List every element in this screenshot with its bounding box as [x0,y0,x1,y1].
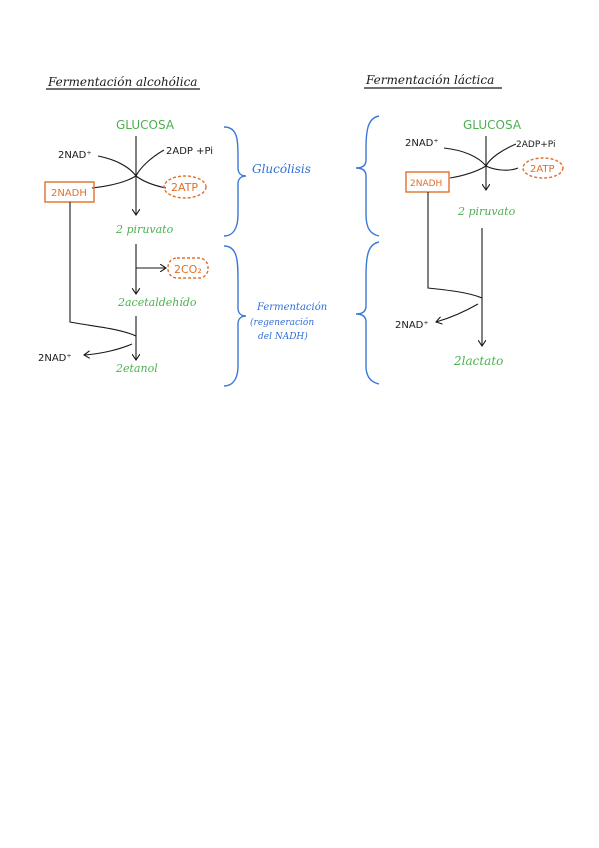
alcoholic-acetaldehyde: 2acetaldehído [117,296,197,309]
lactic-title: Fermentación láctica [365,73,494,87]
alcoholic-atp: 2ATP [171,181,198,194]
fermentation-brace [223,245,247,387]
fermentation-label-line2: (regeneración [250,317,314,328]
stage-labels: Glucólisis Fermentación (regeneración de… [223,115,380,387]
glycolysis-brace [223,126,247,237]
lactic-adp: 2ADP+Pi [516,140,556,150]
alcoholic-title: Fermentación alcohólica [47,75,197,89]
lactic-glucose: GLUCOSA [463,118,522,132]
lactic-nad-out-arrow [436,303,479,322]
lactic-atp: 2ATP [530,164,555,175]
alcoholic-pyruvate: 2 piruvato [115,223,174,236]
lactic-fermentation: Fermentación láctica GLUCOSA 2NAD⁺ 2ADP+… [364,73,564,368]
alcoholic-nadh: 2NADH [51,188,87,199]
lactic-pyruvate: 2 piruvato [457,205,516,218]
alcoholic-adp: 2ADP +Pi [166,146,213,157]
alcoholic-adp-curve [135,149,167,189]
alcoholic-glucose: GLUCOSA [116,118,175,132]
alcoholic-fermentation: Fermentación alcohólica GLUCOSA 2NAD⁺ 2A… [38,75,213,375]
alcoholic-nad-in: 2NAD⁺ [58,150,92,161]
alcoholic-nad-out: 2NAD⁺ [38,353,72,364]
alcoholic-ethanol: 2etanol [115,362,158,375]
fermentation-label-line1: Fermentación [256,302,327,313]
glycolysis-brace-right [355,115,380,237]
alcoholic-nad-out-arrow [84,343,133,355]
lactic-adp-curve [485,143,519,171]
lactic-nad-curve [443,147,487,179]
alcoholic-atp-cloud [163,175,207,199]
lactic-nad-in: 2NAD⁺ [405,138,439,149]
lactic-nad-out: 2NAD⁺ [395,320,429,331]
fermentation-label-line3: del NADH) [258,331,308,342]
alcoholic-nadh-line [69,202,137,337]
lactic-nadh-line [427,192,483,299]
glycolysis-label: Glucólisis [252,162,311,176]
alcoholic-co2-cloud [167,257,209,279]
fermentation-brace-right [355,241,380,385]
alcoholic-nad-curve [91,155,137,189]
lactic-lactate: 2lactato [453,354,503,368]
lactic-atp-cloud [522,157,564,179]
alcoholic-co2: 2CO₂ [174,263,202,276]
lactic-nadh: 2NADH [410,179,442,189]
